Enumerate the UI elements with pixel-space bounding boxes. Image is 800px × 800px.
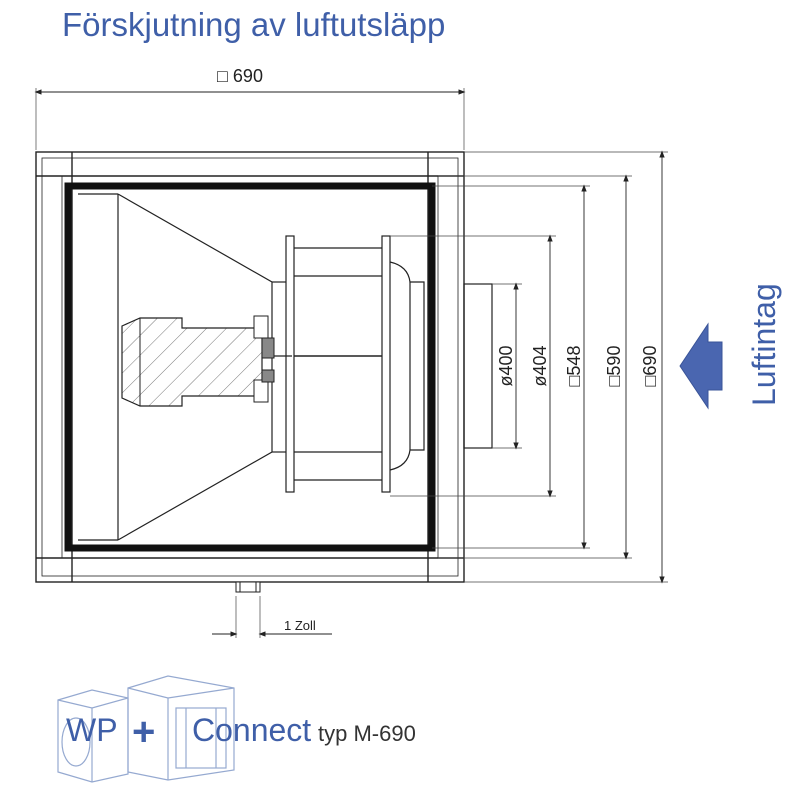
dimension-lines <box>34 89 665 637</box>
dim-s548: □548 <box>564 346 584 387</box>
fan-impeller <box>285 235 425 493</box>
bottom-fitting <box>235 581 261 593</box>
brand-model: typ M-690 <box>318 721 416 746</box>
arrow-left-icon <box>679 322 723 410</box>
unit-illustration <box>57 675 235 783</box>
dim-bottom-offset: 1 Zoll <box>284 618 316 633</box>
inlet-collar <box>463 283 493 449</box>
dim-d400: ø400 <box>496 345 516 386</box>
page-title: Förskjutning av luftutsläpp <box>62 6 446 43</box>
motor-body <box>121 315 292 407</box>
extension-lines <box>35 88 668 638</box>
dim-s590: □590 <box>604 346 624 387</box>
brand-plus: + <box>132 710 156 754</box>
dim-top-width: □ 690 <box>217 66 263 86</box>
inner-frame <box>64 182 436 552</box>
airflow-label: Luftintag <box>746 283 782 406</box>
brand-connect: Connect <box>192 712 312 748</box>
brand-wp: WP <box>66 712 118 748</box>
dim-d404: ø404 <box>530 345 550 386</box>
motor-cone <box>78 193 286 541</box>
dim-s690: □690 <box>640 346 660 387</box>
